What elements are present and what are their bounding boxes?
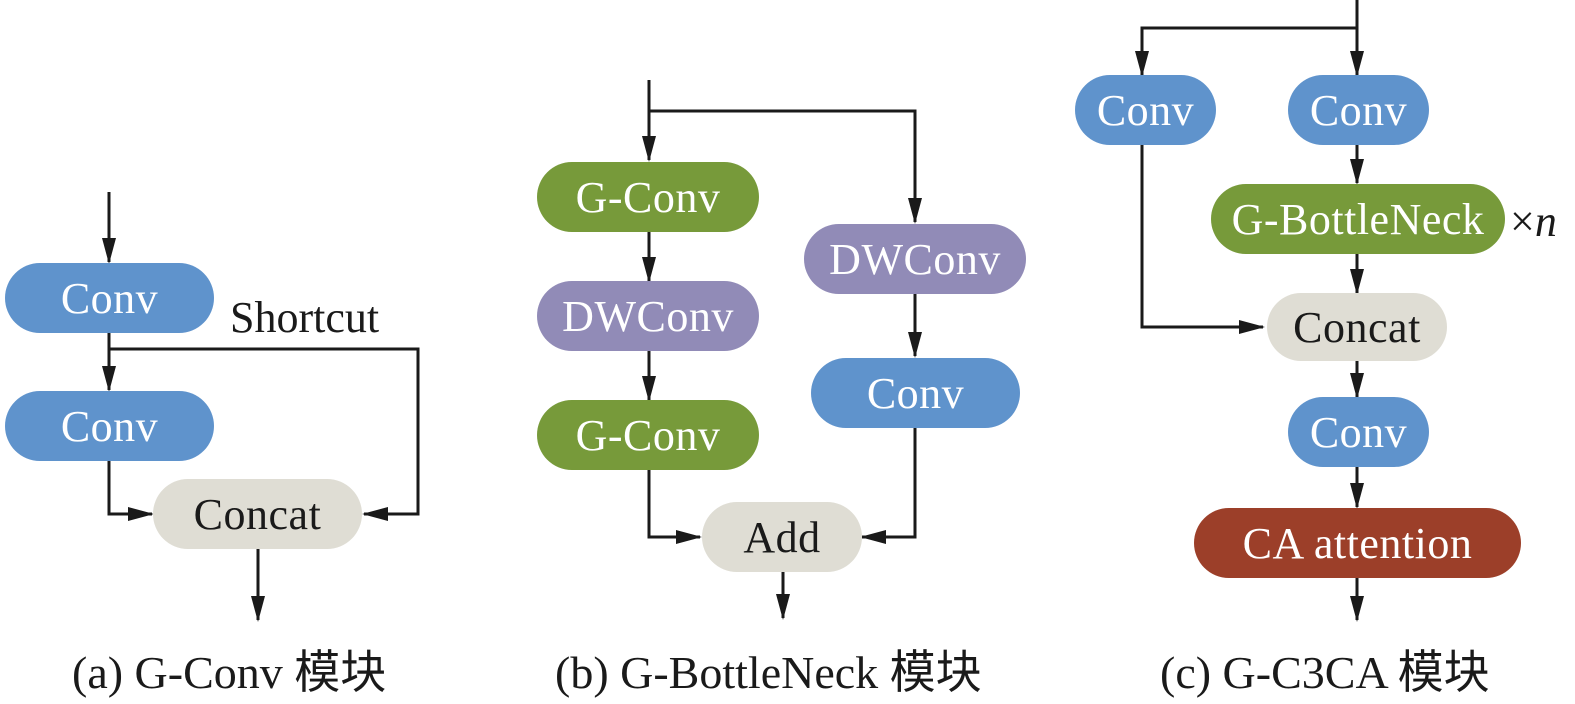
panel-c-ca-attention-node: CA attention xyxy=(1194,508,1521,578)
repeat-label: ×n xyxy=(1510,196,1557,247)
panel-c-bottleneck-label: G-BottleNeck xyxy=(1231,194,1485,244)
panel-c-conv-left-label: Conv xyxy=(1096,85,1195,135)
arrow-b-gconv2-add xyxy=(647,469,702,544)
panel-b-gconv2-node: G-Conv xyxy=(537,400,759,470)
panel-a-conv1-label: Conv xyxy=(60,273,159,323)
panel-c-conv-bottom-label: Conv xyxy=(1309,407,1408,457)
panel-a-conv2-label: Conv xyxy=(60,401,159,451)
panel-a-caption: (a) G-Conv 模块 xyxy=(72,647,387,698)
panel-c-conv-top-label: Conv xyxy=(1309,85,1408,135)
panel-c-caption: (c) G-C3CA 模块 xyxy=(1160,647,1490,698)
panel-b-gconv1-label: G-Conv xyxy=(575,172,721,222)
arrow-a-shortcut xyxy=(109,347,420,521)
panel-c-concat-label: Concat xyxy=(1293,302,1421,352)
panel-b-dwconv-left-label: DWConv xyxy=(562,291,734,341)
panel-b-add-node: Add xyxy=(702,502,862,572)
panel-c-ca-attention-label: CA attention xyxy=(1242,518,1473,568)
arrow-c-convleft-concat xyxy=(1140,123,1265,334)
panel-c-bottleneck-node: G-BottleNeck xyxy=(1211,184,1505,254)
panel-b-gconv1-node: G-Conv xyxy=(537,162,759,232)
panel-a-conv1-node: Conv xyxy=(5,263,214,333)
panel-a-concat-node: Concat xyxy=(153,479,362,549)
arrow-c-branch-left xyxy=(1135,26,1357,77)
shortcut-label: Shortcut xyxy=(230,293,380,342)
repeat-variable: n xyxy=(1534,197,1557,246)
arrow-b-conv-add xyxy=(860,428,917,544)
panel-b-dwconv-right-node: DWConv xyxy=(804,224,1026,294)
arrow-a-conv2-concat xyxy=(107,461,154,521)
panel-a-concat-label: Concat xyxy=(193,489,322,539)
panel-c-conv-left-node: Conv xyxy=(1075,75,1216,145)
arrow-b-branch-right xyxy=(649,109,922,224)
panel-c-conv-top-node: Conv xyxy=(1288,75,1429,145)
panel-c-concat-node: Concat xyxy=(1267,293,1447,361)
panel-b-add-label: Add xyxy=(743,512,821,562)
panel-b-conv-label: Conv xyxy=(866,368,965,418)
panel-b-conv-node: Conv xyxy=(811,358,1020,428)
panel-b-caption: (b) G-BottleNeck 模块 xyxy=(555,647,982,698)
repeat-times-symbol: × xyxy=(1510,197,1535,246)
panel-c-conv-bottom-node: Conv xyxy=(1288,397,1429,467)
panel-b-gconv2-label: G-Conv xyxy=(575,410,721,460)
panel-a-conv2-node: Conv xyxy=(5,391,214,461)
panel-b-dwconv-right-label: DWConv xyxy=(829,234,1001,284)
panel-b-dwconv-left-node: DWConv xyxy=(537,281,759,351)
